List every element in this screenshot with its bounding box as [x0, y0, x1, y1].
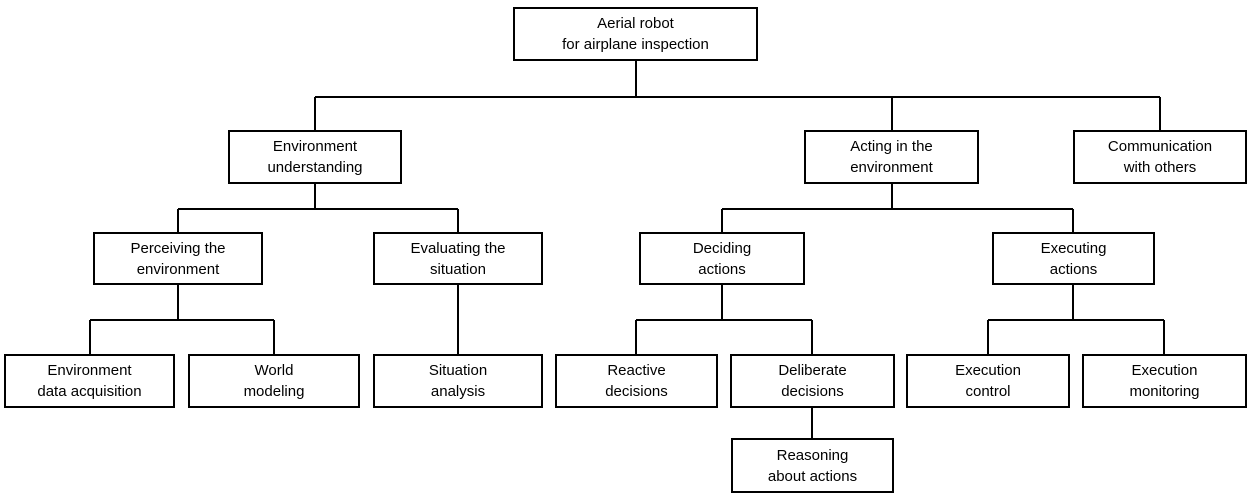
node-communication-with-others: Communication with others [1073, 130, 1247, 184]
node-execution-control: Execution control [906, 354, 1070, 408]
node-reasoning-about-actions: Reasoning about actions [731, 438, 894, 493]
node-situation-analysis: Situation analysis [373, 354, 543, 408]
node-aerial-robot: Aerial robot for airplane inspection [513, 7, 758, 61]
node-execution-monitoring: Execution monitoring [1082, 354, 1247, 408]
node-environment-data-acquisition: Environment data acquisition [4, 354, 175, 408]
node-reactive-decisions: Reactive decisions [555, 354, 718, 408]
node-perceiving-the-environment: Perceiving the environment [93, 232, 263, 285]
node-environment-understanding: Environment understanding [228, 130, 402, 184]
node-world-modeling: World modeling [188, 354, 360, 408]
node-acting-in-the-environment: Acting in the environment [804, 130, 979, 184]
node-deciding-actions: Deciding actions [639, 232, 805, 285]
node-executing-actions: Executing actions [992, 232, 1155, 285]
node-deliberate-decisions: Deliberate decisions [730, 354, 895, 408]
node-evaluating-the-situation: Evaluating the situation [373, 232, 543, 285]
